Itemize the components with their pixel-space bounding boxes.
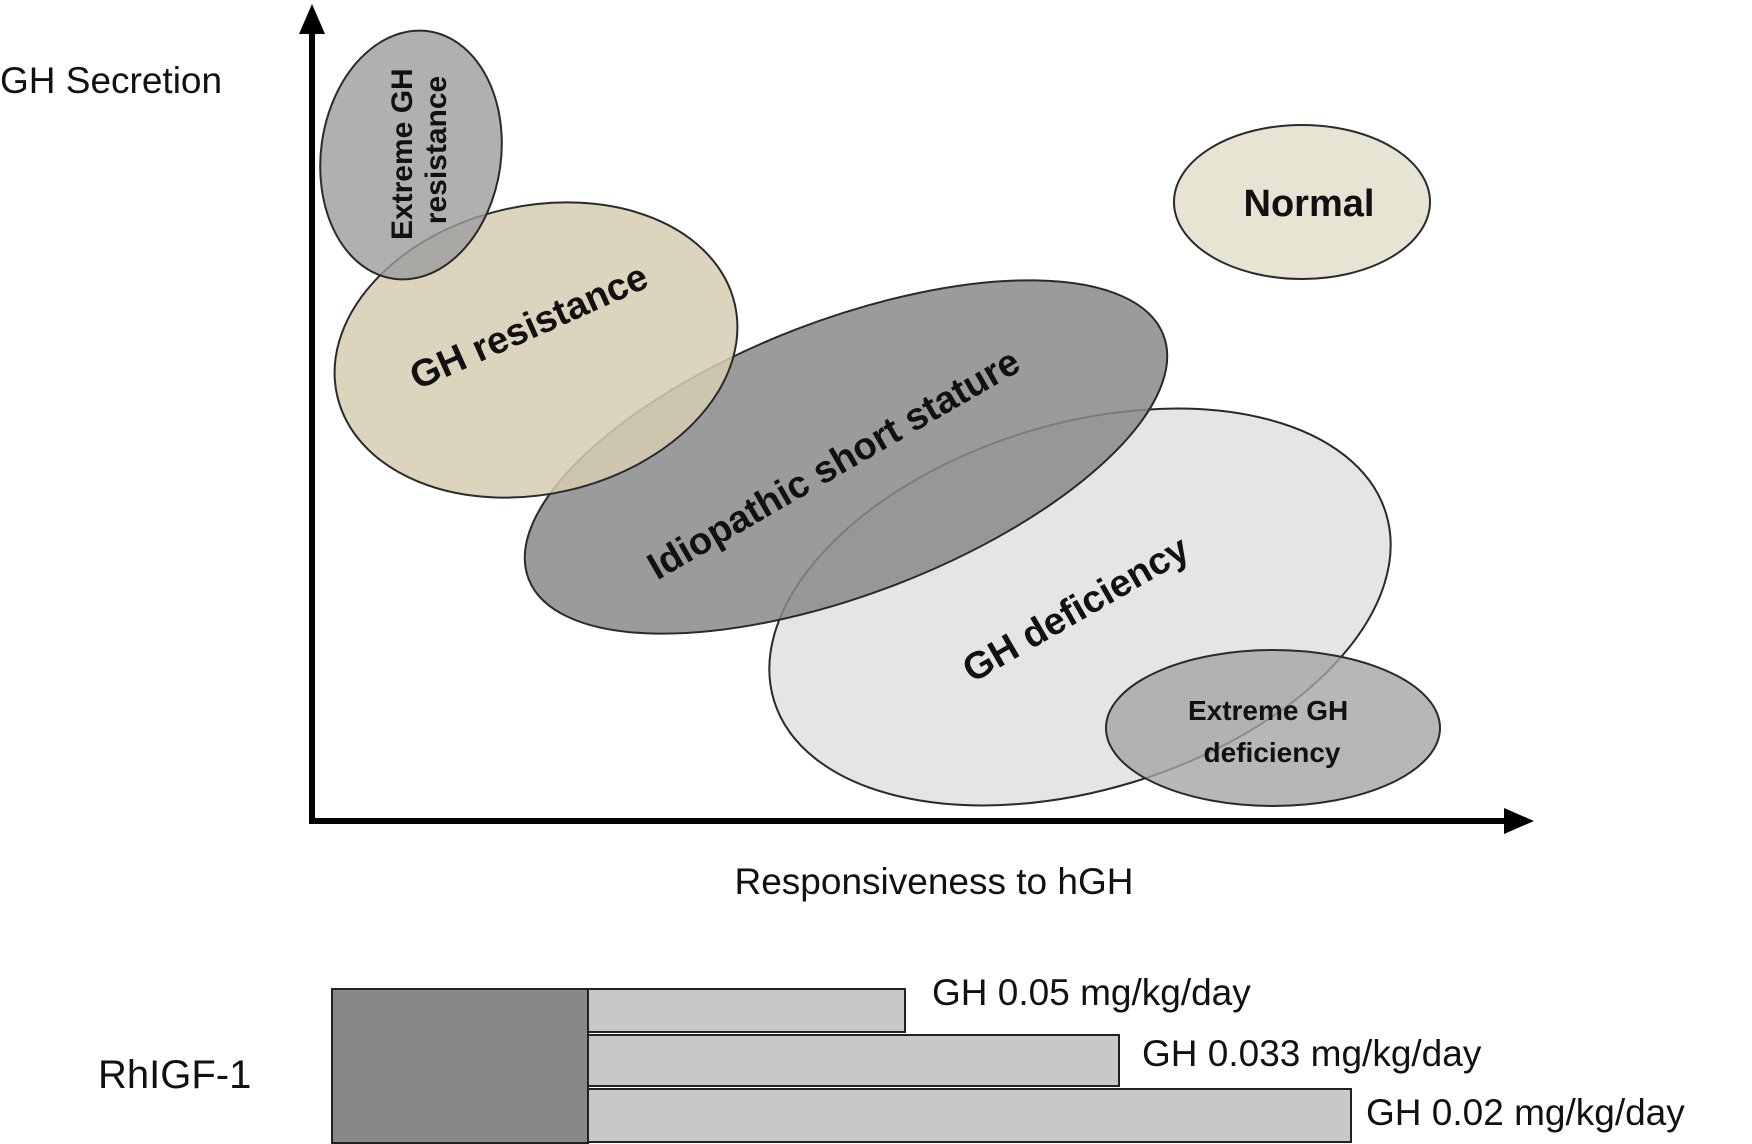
gh-bar-0.02 (587, 1088, 1352, 1143)
region-extreme-gh-resistance (319, 29, 503, 281)
x-axis-label: Responsiveness to hGH (735, 861, 1134, 902)
gh-bar-0.05 (587, 988, 906, 1033)
region-extreme-gh-deficiency (1105, 649, 1441, 807)
region-normal (1173, 124, 1431, 280)
y-axis-label: GH Secretion (0, 60, 222, 101)
x-axis-arrowhead (1504, 808, 1534, 834)
label-normal: Normal (1244, 183, 1375, 225)
rhigf1-bar (331, 988, 589, 1144)
gh-bar-0.033 (587, 1034, 1120, 1087)
gh-dose-label-0.05: GH 0.05 mg/kg/day (932, 972, 1251, 1013)
gh-dose-label-0.02: GH 0.02 mg/kg/day (1366, 1092, 1685, 1133)
label-extreme-gh-deficiency: Extreme GH deficiency (1188, 695, 1356, 768)
rhigf1-label: RhIGF-1 (98, 1053, 251, 1097)
gh-dose-label-0.033: GH 0.033 mg/kg/day (1142, 1033, 1482, 1074)
label-extreme-gh-resistance: Extreme GH resistance (386, 60, 453, 240)
region-idiopathic-short-stature (523, 279, 1169, 635)
y-axis-arrowhead (299, 4, 325, 34)
region-gh-resistance (333, 201, 739, 499)
